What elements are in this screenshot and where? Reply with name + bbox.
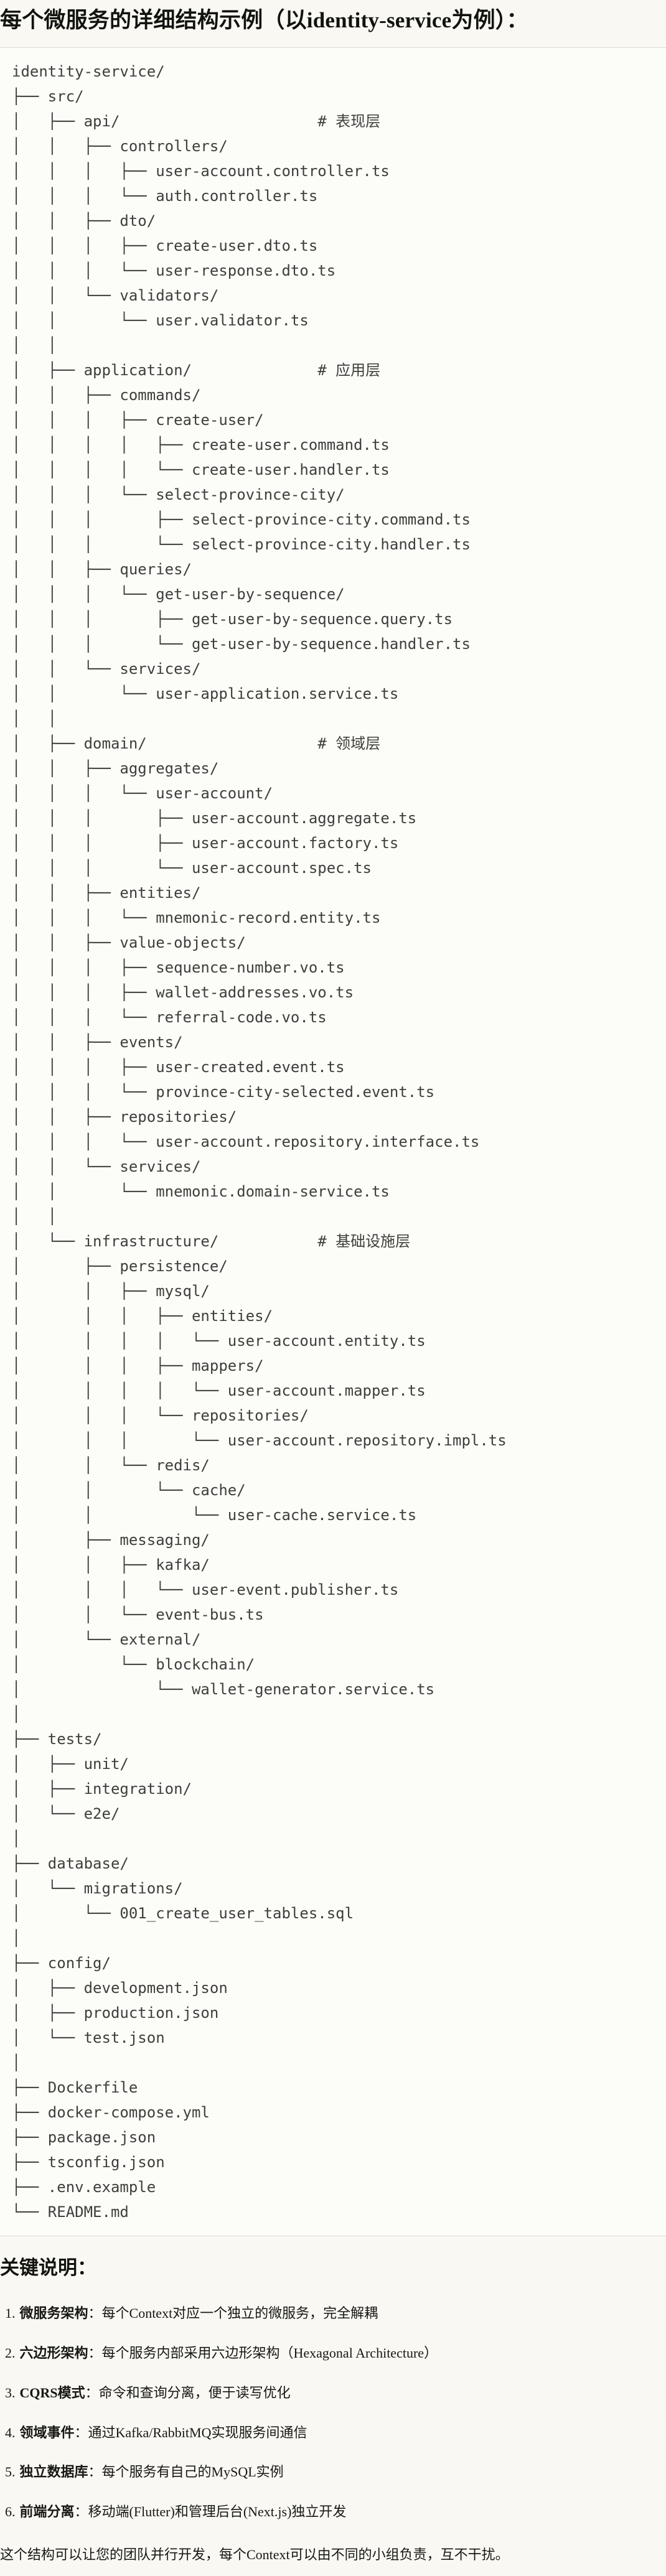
note-item: 2.六边形架构：每个服务内部采用六边形架构（Hexagonal Architec…: [5, 2343, 666, 2363]
note-desc: ：每个服务内部采用六边形架构（Hexagonal Architecture）: [88, 2345, 438, 2361]
note-label: 领域事件: [19, 2424, 75, 2440]
note-desc: ：每个Context对应一个独立的微服务，完全解耦: [88, 2305, 378, 2321]
notes-heading: 关键说明：: [0, 2257, 96, 2279]
note-desc: ：通过Kafka/RabbitMQ实现服务间通信: [74, 2424, 307, 2440]
note-number: 2.: [5, 2345, 16, 2361]
page-title: 每个微服务的详细结构示例（以identity-service为例）：: [0, 8, 528, 32]
note-label: 前端分离: [19, 2504, 75, 2520]
note-item: 6.前端分离：移动端(Flutter)和管理后台(Next.js)独立开发: [5, 2502, 666, 2522]
note-number: 5.: [5, 2464, 16, 2480]
notes-list: 1.微服务架构：每个Context对应一个独立的微服务，完全解耦 2.六边形架构…: [0, 2303, 666, 2522]
note-label: 六边形架构: [19, 2345, 88, 2361]
note-desc: ：移动端(Flutter)和管理后台(Next.js)独立开发: [74, 2504, 347, 2520]
note-label: 独立数据库: [19, 2464, 88, 2480]
note-item: 4.领域事件：通过Kafka/RabbitMQ实现服务间通信: [5, 2423, 666, 2443]
note-number: 4.: [5, 2424, 16, 2440]
note-number: 1.: [5, 2305, 16, 2321]
closing-paragraph: 这个结构可以让您的团队并行开发，每个Context可以由不同的小组负责，互不干扰…: [0, 2547, 509, 2563]
note-desc: ：命令和查询分离，便于读写优化: [85, 2384, 291, 2401]
note-desc: ：每个服务有自己的MySQL实例: [88, 2464, 284, 2480]
page: 每个微服务的详细结构示例（以identity-service为例）： ident…: [0, 5, 666, 2565]
note-label: 微服务架构: [19, 2305, 88, 2321]
directory-tree-block: identity-service/ ├── src/ │ ├── api/ # …: [0, 47, 666, 2236]
directory-tree: identity-service/ ├── src/ │ ├── api/ # …: [12, 63, 507, 2221]
note-item: 3.CQRS模式：命令和查询分离，便于读写优化: [5, 2383, 666, 2403]
note-item: 1.微服务架构：每个Context对应一个独立的微服务，完全解耦: [5, 2303, 666, 2323]
note-number: 6.: [5, 2504, 16, 2520]
note-number: 3.: [5, 2384, 16, 2401]
note-label: CQRS模式: [19, 2384, 85, 2401]
note-item: 5.独立数据库：每个服务有自己的MySQL实例: [5, 2462, 666, 2482]
